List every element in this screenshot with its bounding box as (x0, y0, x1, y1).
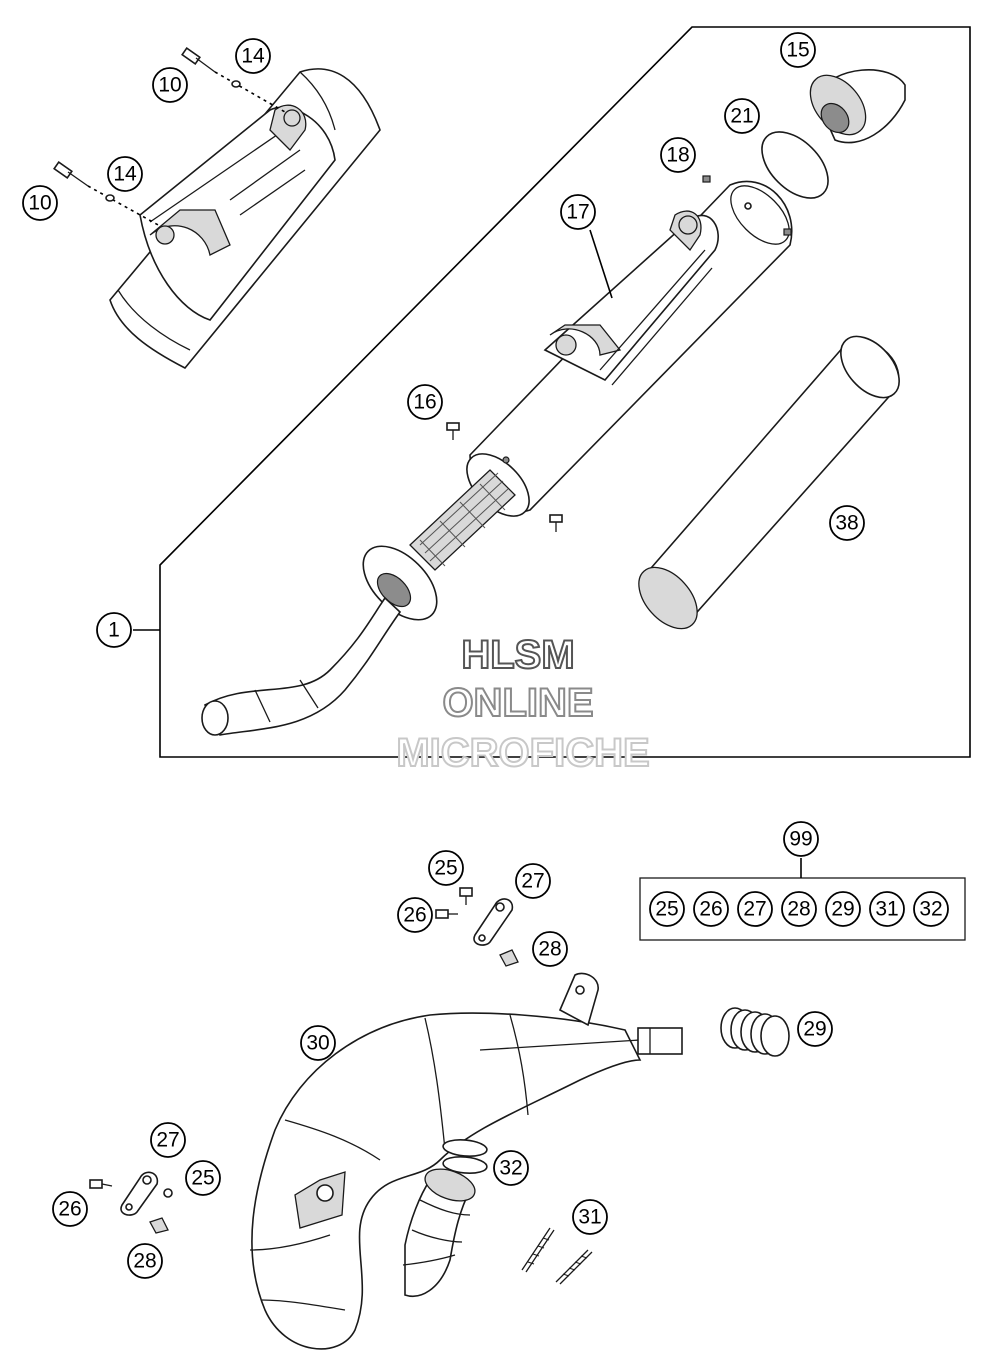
kit-item-25: 25 (649, 891, 685, 927)
callout-26-upper: 26 (397, 897, 433, 933)
svg-text:25: 25 (191, 1167, 214, 1190)
hardware-upper (435, 887, 519, 967)
svg-text:27: 27 (521, 870, 544, 893)
callout-38: 38 (829, 505, 865, 541)
kit-item-28: 28 (781, 891, 817, 927)
svg-text:30: 30 (306, 1032, 329, 1055)
callout-28-lower: 28 (127, 1243, 163, 1279)
bolt-10-lower (53, 161, 89, 187)
svg-text:14: 14 (241, 45, 265, 68)
packing-tube (638, 335, 900, 630)
svg-text:18: 18 (666, 144, 689, 167)
callout-21: 21 (724, 98, 760, 134)
svg-text:25: 25 (655, 898, 678, 921)
watermark-line-1: HLSM (461, 633, 574, 677)
svg-text:17: 17 (566, 201, 589, 224)
callout-10-lower: 10 (22, 185, 58, 221)
o-ring (761, 131, 829, 199)
svg-text:28: 28 (133, 1250, 156, 1273)
svg-text:31: 31 (875, 898, 898, 921)
o-ring-32 (442, 1139, 488, 1174)
svg-text:32: 32 (499, 1157, 522, 1180)
svg-text:28: 28 (787, 898, 810, 921)
callout-14-upper: 14 (235, 38, 271, 74)
callout-29: 29 (797, 1011, 833, 1047)
svg-text:26: 26 (699, 898, 722, 921)
callout-14-lower: 14 (107, 156, 143, 192)
watermark: HLSM ONLINE MICROFICHE (395, 632, 650, 776)
callout-26-lower: 26 (52, 1191, 88, 1227)
svg-text:99: 99 (789, 828, 812, 851)
assembly-1-boundary (159, 26, 971, 758)
callout-17: 17 (560, 194, 596, 230)
exhaust-header-pipe (249, 972, 683, 1350)
svg-text:27: 27 (156, 1129, 179, 1152)
svg-text:1: 1 (108, 619, 120, 642)
svg-text:31: 31 (578, 1206, 601, 1229)
screw-16 (446, 422, 460, 440)
svg-text:16: 16 (413, 391, 436, 414)
kit-99-box (639, 877, 966, 941)
svg-text:29: 29 (803, 1018, 826, 1041)
silencer-body (466, 180, 793, 517)
svg-text:32: 32 (919, 898, 942, 921)
svg-text:38: 38 (835, 512, 858, 535)
svg-text:10: 10 (28, 192, 51, 215)
callout-27-upper: 27 (515, 863, 551, 899)
callout-27-lower: 27 (150, 1122, 186, 1158)
rivet-18 (702, 175, 711, 183)
callout-17-leader (589, 229, 613, 299)
hardware-lower (89, 1171, 173, 1234)
frame-mount-inset (53, 47, 381, 370)
perforated-core (201, 469, 516, 736)
svg-text:26: 26 (403, 904, 426, 927)
callout-25-upper: 25 (428, 850, 464, 886)
bolt-10-upper (181, 47, 216, 73)
callout-10-upper: 10 (152, 67, 188, 103)
end-cap (809, 69, 906, 144)
watermark-line-2: ONLINE (442, 681, 593, 725)
svg-text:21: 21 (730, 105, 753, 128)
rivet-18b (783, 228, 792, 236)
kit-item-31: 31 (869, 891, 905, 927)
callout-28-upper: 28 (532, 931, 568, 967)
callout-16: 16 (407, 384, 443, 420)
kit-item-27: 27 (737, 891, 773, 927)
callout-31: 31 (572, 1199, 608, 1235)
kit-item-29: 29 (825, 891, 861, 927)
svg-text:26: 26 (58, 1198, 81, 1221)
svg-text:25: 25 (434, 857, 457, 880)
svg-text:29: 29 (831, 898, 854, 921)
svg-text:28: 28 (538, 938, 561, 961)
watermark-line-3: MICROFICHE (396, 731, 649, 775)
callout-18: 18 (660, 137, 696, 173)
callout-25-lower: 25 (185, 1160, 221, 1196)
callout-1: 1 (96, 612, 132, 648)
svg-text:14: 14 (113, 163, 137, 186)
svg-text:27: 27 (743, 898, 766, 921)
rubber-sleeve-29 (720, 1007, 790, 1057)
screw-16-lower (549, 514, 563, 532)
callout-32: 32 (493, 1150, 529, 1186)
kit-99-contents: 25 26 27 28 29 31 32 (649, 891, 949, 927)
callout-30: 30 (300, 1025, 336, 1061)
svg-text:15: 15 (786, 39, 809, 62)
callout-15: 15 (780, 32, 816, 68)
callout-99: 99 (783, 821, 819, 857)
kit-item-26: 26 (693, 891, 729, 927)
spring-31 (521, 1227, 593, 1285)
kit-item-32: 32 (913, 891, 949, 927)
svg-text:10: 10 (158, 74, 181, 97)
